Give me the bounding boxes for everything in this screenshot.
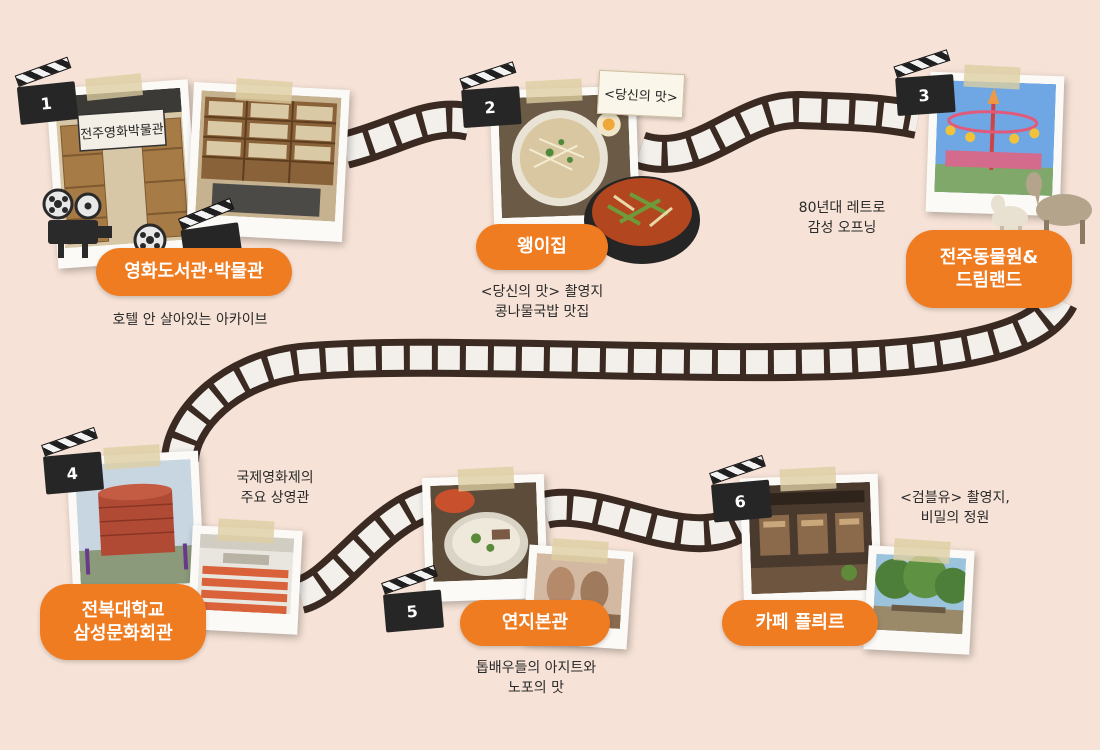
stop-5-photo-soup — [421, 473, 549, 603]
stop-6-number: 6 — [733, 491, 747, 512]
stop-1-title[interactable]: 영화도서관·박물관 — [96, 248, 292, 296]
stop-2-photo-gukbap — [489, 85, 641, 239]
clapperboard-icon: 1 — [14, 56, 81, 125]
stop-2-movie-card: <당신의 맛> — [596, 69, 686, 119]
stop-1-photo-bookshelves — [186, 82, 350, 242]
clapperboard-icon: 6 — [709, 454, 774, 523]
clapperboard-icon: 3 — [893, 49, 957, 117]
stop-6-photo-cafe — [739, 473, 883, 615]
stop-6-title[interactable]: 카페 플릐르 — [722, 600, 878, 646]
stop-2-stew-pot — [584, 176, 700, 264]
stop-1-number: 1 — [39, 93, 53, 114]
stop-5-title[interactable]: 연지본관 — [460, 600, 610, 646]
stop-4-number: 4 — [65, 463, 79, 484]
clapperboard-icon: 4 — [41, 426, 106, 495]
stop-3-number: 3 — [917, 85, 931, 106]
film-reel-icon — [133, 223, 167, 257]
clapperboard-icon: 5 — [381, 564, 446, 633]
clapperboard-icon: 2 — [459, 61, 523, 129]
museum-sign-text: 전주영화박물관 — [80, 122, 165, 143]
stop-6-caption: <검블유> 촬영지,비밀의 정원 — [900, 490, 1010, 527]
stop-4-photo-theater-seats — [187, 525, 303, 635]
film-projector-icon — [42, 188, 112, 258]
stop-2-title[interactable]: 왱이집 — [476, 224, 608, 270]
stop-2-number: 2 — [483, 97, 497, 118]
stop-1-caption: 호텔 안 살아있는 아카이브 — [112, 312, 268, 328]
stop-5-number: 5 — [405, 601, 419, 622]
stop-3-photo-amusement-park — [925, 71, 1065, 217]
stop-3-animals — [991, 172, 1092, 244]
stop-4-photo-samsung-hall — [66, 450, 206, 610]
stop-6-photo-garden — [863, 545, 975, 655]
stop-3-title[interactable]: 전주동물원&드림랜드 — [906, 230, 1072, 308]
